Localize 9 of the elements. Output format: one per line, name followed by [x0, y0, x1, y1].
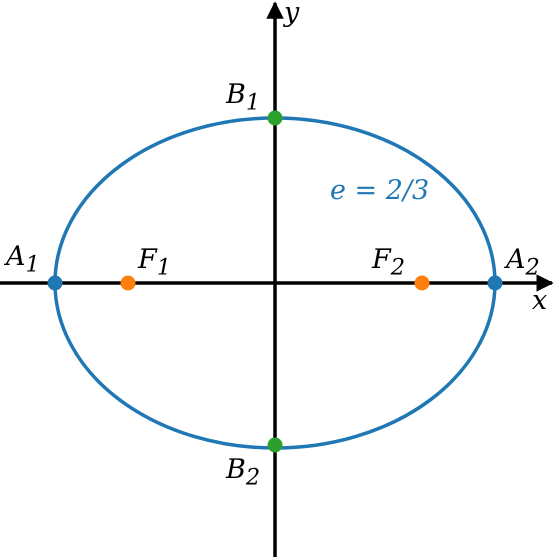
point-label: A$_{2}$: [506, 245, 540, 282]
axis-label: x: [532, 286, 548, 316]
point-label: A$_{1}$: [6, 242, 40, 280]
eccentricity-label: e = 2/3: [330, 176, 430, 206]
point-label: F$_{1}$: [138, 245, 172, 282]
point-label: B$_{2}$: [226, 455, 260, 492]
point-label: B$_{1}$: [226, 80, 260, 118]
axis-label: y: [284, 0, 300, 28]
point-label: F$_{2}$: [372, 245, 406, 282]
